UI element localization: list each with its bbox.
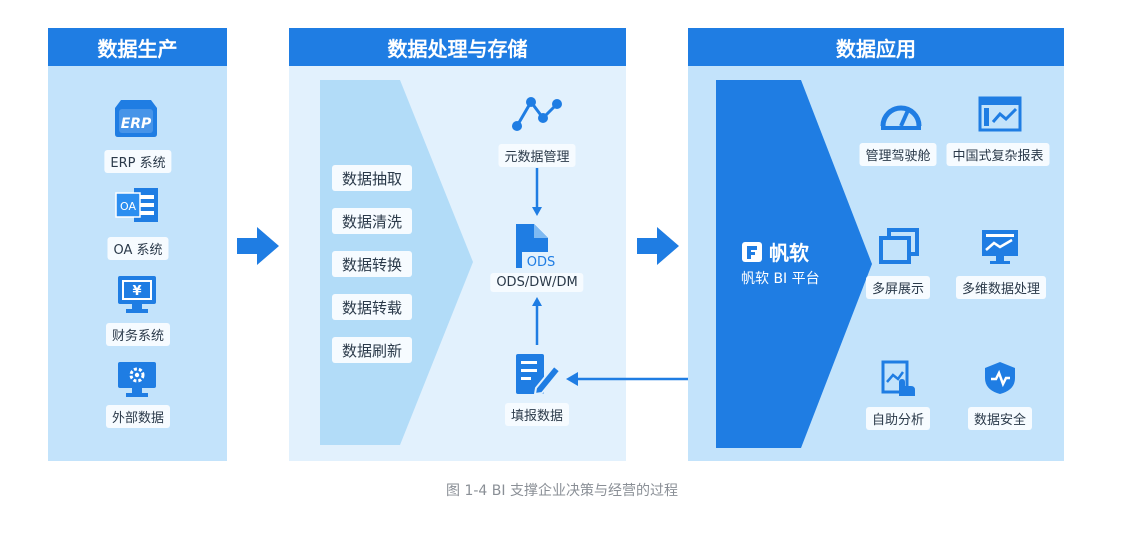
complex-report-label: 中国式复杂报表: [946, 143, 1050, 166]
data-application-header: 数据应用: [688, 28, 1064, 66]
oa-system-label: OA 系统: [107, 237, 169, 260]
fanruan-logo-icon: [742, 241, 762, 262]
fanruan-brand-text: 帆软: [769, 241, 809, 265]
oa-icon-text: OA: [120, 200, 136, 213]
step-refresh: 数据刷新: [332, 337, 412, 363]
report-chart-icon: [978, 96, 1022, 132]
cockpit-label: 管理驾驶舱: [859, 143, 937, 166]
touch-analysis-icon: [881, 360, 915, 396]
multi-screen-icon: [879, 228, 919, 264]
external-data-label: 外部数据: [105, 405, 171, 428]
data-production-header: 数据生产: [48, 28, 227, 66]
metadata-network-icon: [512, 97, 562, 131]
step-load: 数据转载: [332, 294, 412, 320]
gauge-icon: [880, 105, 922, 130]
step-transform: 数据转换: [332, 251, 412, 277]
shield-icon: [985, 362, 1015, 394]
erp-system-label: ERP 系统: [104, 150, 172, 173]
bi-platform-label: 帆软 BI 平台: [741, 271, 820, 287]
oa-icon: OA: [115, 188, 158, 222]
data-security-label: 数据安全: [967, 407, 1033, 430]
erp-icon-text: ERP: [121, 116, 152, 132]
ods-document-icon: ODS: [516, 224, 560, 270]
ods-icon-text: ODS: [527, 255, 556, 270]
gear-monitor-icon: [118, 362, 156, 397]
self-analysis-label: 自助分析: [865, 407, 931, 430]
multidim-processing-label: 多维数据处理: [955, 276, 1047, 299]
finance-system-label: 财务系统: [105, 323, 171, 346]
yen-icon-text: ¥: [132, 284, 141, 299]
fill-data-label: 填报数据: [504, 403, 570, 426]
monitor-chart-icon: [982, 230, 1018, 264]
data-processing-header: 数据处理与存储: [289, 28, 626, 66]
ods-dw-dm-label: ODS/DW/DM: [490, 273, 584, 292]
flow-arrow-right-2: [637, 227, 679, 265]
metadata-management-label: 元数据管理: [498, 144, 576, 167]
figure-caption: 图 1-4 BI 支撑企业决策与经营的过程: [446, 483, 678, 499]
arrow-down-metadata: [532, 168, 542, 216]
bi-platform-band: [716, 80, 872, 448]
arrow-up-fill: [532, 297, 542, 345]
fanruan-logo: 帆软: [741, 237, 809, 266]
flow-arrow-right-1: [237, 227, 279, 265]
step-extract: 数据抽取: [332, 165, 412, 191]
step-clean: 数据清洗: [332, 208, 412, 234]
fill-report-icon: [516, 354, 562, 396]
multi-screen-label: 多屏展示: [865, 276, 931, 299]
erp-icon: ERP: [115, 100, 157, 137]
yen-monitor-icon: ¥: [118, 276, 156, 313]
